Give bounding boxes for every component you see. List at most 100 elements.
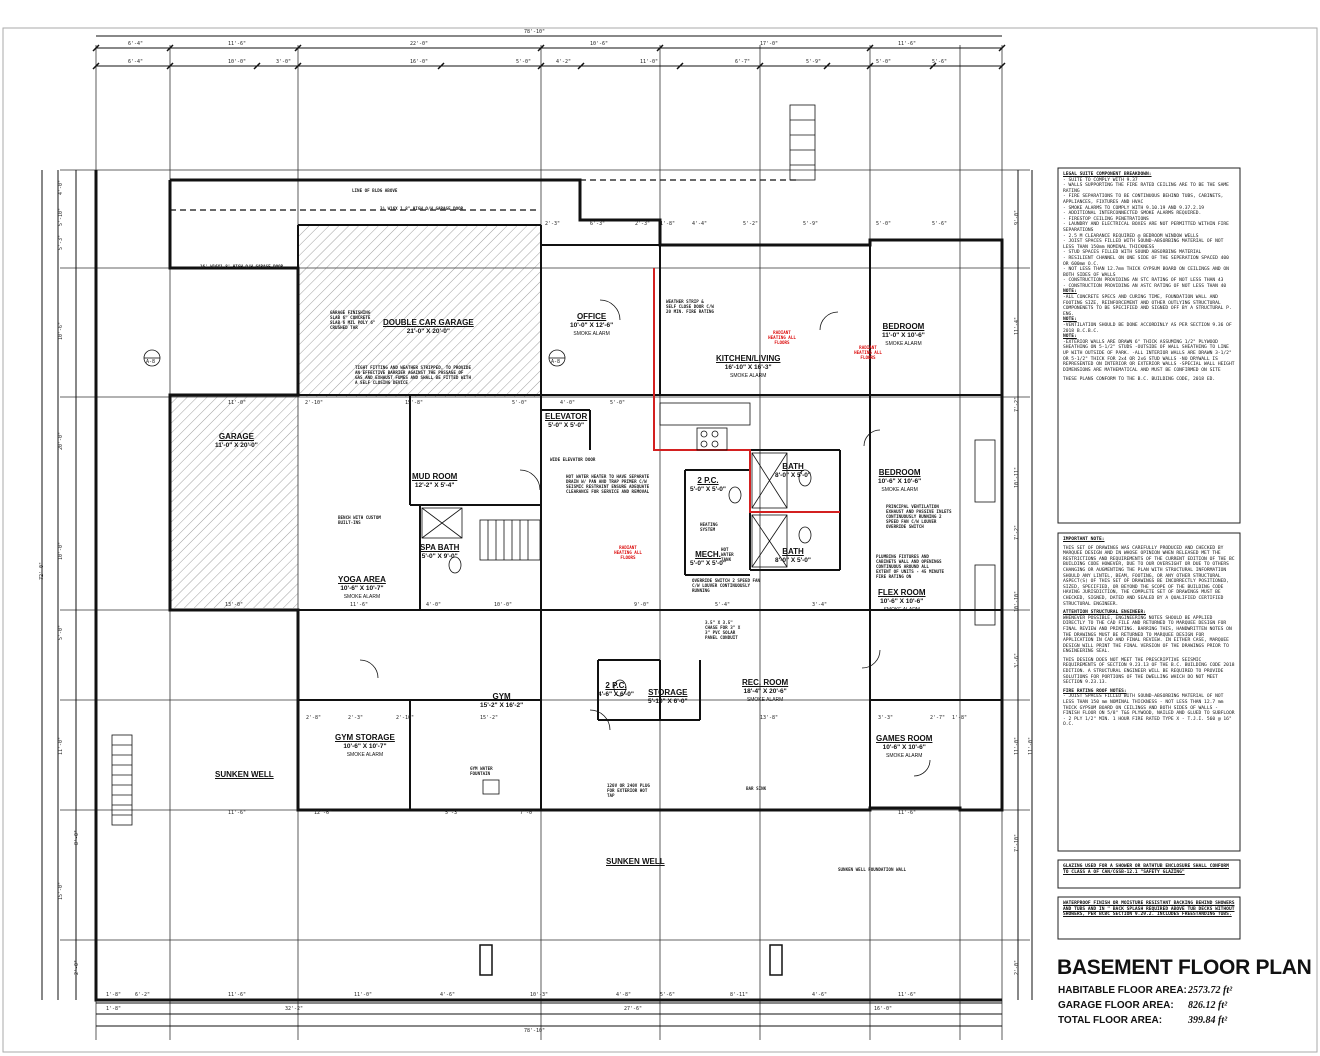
- right-dim-8: 7'-10": [1014, 833, 1020, 852]
- room-yoga: YOGA AREA 10'-6" X 10'-7" SMOKE ALARM: [338, 575, 386, 602]
- interior-dim-22: 13'-8": [760, 715, 779, 721]
- top-dim-2-2: 3'-0": [276, 59, 292, 65]
- room-dims: 10'-0" X 12'-6": [570, 322, 614, 329]
- exterior-tap-note: 120V OR 240V PLUG FOR EXTERIOR HOT TAP: [607, 783, 650, 798]
- room-storage: STORAGE 5'-10" X 6'-0": [648, 688, 688, 706]
- room-name: BEDROOM: [882, 322, 925, 331]
- bottom-dim-2-3: 16'-0": [874, 1006, 893, 1012]
- room-bath-2: BATH 8'-0" X 5'-0": [775, 547, 811, 565]
- overall-top-dim: 78'-10": [524, 29, 546, 35]
- beam-note-2: 16' W16X1 8' HIGH O/H GARAGE DOOR: [200, 264, 284, 269]
- glazing-text: GLAZING USED FOR A SHOWER OR BATHTUB ENC…: [1063, 864, 1229, 875]
- bottom-dim-1-9: 4'-6": [812, 992, 828, 998]
- interior-dim-30: 2'-7": [930, 715, 946, 721]
- interior-dim-15: 13'-0": [225, 602, 244, 608]
- interior-dim-21: 10'-0": [494, 602, 513, 608]
- notes-line: - SUITE TO COMPLY WITH 9.37: [1063, 177, 1138, 183]
- room-2pc-b: 2 P.C. 4'-6" X 6'-0": [598, 681, 634, 699]
- room-name: ELEVATOR: [545, 412, 588, 421]
- interior-dim-13: 4'-0": [560, 400, 576, 406]
- left-dim-1: 5'-10": [58, 207, 64, 226]
- interior-dim-25: 7'-0": [520, 810, 536, 816]
- smoke-alarm-label: SMOKE ALARM: [346, 752, 384, 758]
- interior-dim-11: 15'-8": [405, 400, 424, 406]
- notes-line: - 2.5 M CLEARANCE REQUIRED @ BEDROOM WIN…: [1063, 233, 1199, 239]
- waterproof-note: WATERPROOF FINISH OR MOISTURE RESISTANT …: [1058, 897, 1240, 939]
- bottom-dim-1-1: 6'-2": [135, 992, 151, 998]
- waterproof-text: WATERPROOF FINISH OR MOISTURE RESISTANT …: [1063, 901, 1235, 918]
- important-heading: IMPORTANT NOTE:: [1063, 537, 1105, 542]
- left-dim-7: 5'-0": [58, 624, 64, 640]
- smoke-alarm-label: SMOKE ALARM: [886, 753, 923, 759]
- left-dim-0: 4'-0": [58, 179, 64, 195]
- interior-dim-10: 2'-10": [305, 400, 324, 406]
- room-name: BATH: [782, 547, 804, 556]
- smoke-alarm-label: SMOKE ALARM: [885, 341, 922, 347]
- room-name: GAMES ROOM: [876, 734, 933, 743]
- room-bedroom-1: BEDROOM 11'-0" X 10'-6" SMOKE ALARM: [882, 322, 925, 349]
- room-flex: FLEX ROOM 10'-6" X 10'-6" SMOKE ALARM: [878, 588, 926, 615]
- interior-dim-12: 5'-0": [512, 400, 528, 406]
- bottom-dim-1-0: 1'-8": [106, 992, 122, 998]
- section-tag-left: A-8: [146, 359, 156, 365]
- room-gym-storage: GYM STORAGE 10'-6" X 10'-7" SMOKE ALARM: [335, 733, 395, 760]
- interior-dim-31: 2'-8": [306, 715, 322, 721]
- room-name: STORAGE: [648, 688, 688, 697]
- right-dim-9: 11'-0": [1028, 736, 1034, 755]
- fire-heading: FIRE RATING ROOF NOTES:: [1063, 688, 1127, 694]
- room-dims: 5'-0" X 5'-0": [690, 560, 726, 567]
- left-dim-4: 20'-0": [58, 431, 64, 450]
- important-panel: IMPORTANT NOTE: THIS SET OF DRAWINGS WAS…: [1058, 533, 1240, 851]
- garage-hatch-area-2: [170, 395, 298, 608]
- garage-door-note: TIGHT FITTING AND WEATHER STRIPPED, TO P…: [355, 365, 471, 385]
- notes-heading: LEGAL SUITE COMPONENT BREAKDOWN:: [1063, 172, 1152, 177]
- attention-body: WHENEVER POSSIBLE, ENGINEERING NOTES SHO…: [1063, 615, 1232, 655]
- interior-dim-19: 11'-6": [350, 602, 369, 608]
- interior-dim-28: 11'-6": [898, 810, 917, 816]
- room-office: OFFICE 10'-0" X 12'-6" SMOKE ALARM: [570, 312, 613, 339]
- left-dim-3: 10'-6": [58, 321, 64, 340]
- bottom-dim-1-2: 11'-6": [228, 992, 247, 998]
- notes-line: - CONSTRUCTION PROVIDING AN ASTC RATING …: [1063, 283, 1227, 289]
- interior-dim-8: 5'-6": [932, 221, 948, 227]
- solar-chase-note: 3.5" X 3.5" CHASE FOR 3" X 3" PVC SOLAR …: [705, 620, 741, 640]
- gym-water-note: GYM WATER FOUNTAIN: [470, 766, 493, 776]
- elevator-door-note: WIDE ELEVATOR DOOR: [550, 457, 596, 462]
- room-garage: GARAGE 11'-0" X 20'-0": [215, 432, 258, 450]
- interior-dim-33: 2'-3": [348, 715, 364, 721]
- notes-line: - CONSTRUCTION PROVIDING AN STC RATING O…: [1063, 278, 1224, 284]
- bottom-dim-2-2: 27'-6": [624, 1006, 643, 1012]
- room-dims: 5'-10" X 6'-0": [648, 698, 688, 705]
- top-dim-2-9: 5'-0": [876, 59, 892, 65]
- attention-heading: ATTENTION STRUCTURAL ENGINEER:: [1063, 610, 1146, 616]
- room-dims: 5'-0" X 5'-0": [690, 486, 726, 493]
- room-dims: 10'-6" X 10'-7": [340, 585, 384, 592]
- smoke-alarm-label: SMOKE ALARM: [343, 594, 381, 600]
- room-dims: 8'-0" X 5'-0": [775, 557, 811, 564]
- top-dim-1-3: 10'-6": [590, 41, 609, 47]
- room-name: MECH.: [695, 550, 721, 559]
- room-games: GAMES ROOM 10'-6" X 10'-6" SMOKE ALARM: [876, 734, 932, 761]
- interior-dim-23: 15'-2": [480, 715, 499, 721]
- notes-line: - SMOKE ALARMS TO COMPLY WITH 9.10.19 AN…: [1063, 205, 1205, 211]
- room-name: FLEX ROOM: [878, 588, 926, 597]
- code-conform-note: THESE PLANS CONFORM TO THE B.C. BUILDING…: [1063, 377, 1216, 383]
- room-name: YOGA AREA: [338, 575, 386, 584]
- smoke-alarm-label: SMOKE ALARM: [730, 373, 767, 379]
- garage-area-label: GARAGE FLOOR AREA:: [1058, 1000, 1174, 1011]
- radiant-heating-note-2: RADIANT HEATING ALL FLOORS: [614, 545, 642, 560]
- room-mud-room: MUD ROOM 12'-2" X 5'-4": [412, 472, 457, 490]
- interior-dim-3: 1'-8": [660, 221, 676, 227]
- room-dims: 10'-6" X 10'-6": [878, 478, 922, 485]
- sunken-wall-note: SUNKEN WELL FOUNDATION WALL: [838, 867, 907, 872]
- interior-dim-24: 11'-6": [228, 810, 247, 816]
- right-dim-5: 10'-10": [1014, 590, 1020, 612]
- garage-hatch-area: [298, 225, 541, 397]
- room-name: 2 P.C.: [605, 681, 627, 690]
- interior-dim-0: 2'-3": [545, 221, 561, 227]
- top-dim-2-6: 11'-0": [640, 59, 659, 65]
- smoke-alarm-label: SMOKE ALARM: [573, 331, 610, 337]
- room-bedroom-2: BEDROOM 10'-6" X 10'-6" SMOKE ALARM: [878, 468, 921, 495]
- bar-sink-note: BAR SINK: [746, 786, 767, 791]
- notes-line: - WALLS SUPPORTING THE FIRE RATED CEILIN…: [1063, 183, 1229, 194]
